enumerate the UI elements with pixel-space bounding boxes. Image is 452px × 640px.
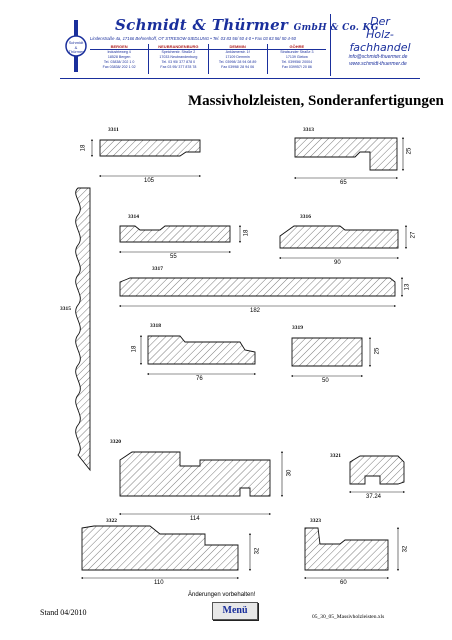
menu-button[interactable]: Menü <box>212 602 258 620</box>
dimension-label: 65 <box>340 180 347 186</box>
dimension-label: 105 <box>144 178 155 184</box>
profile-3311 <box>90 138 202 178</box>
dimension-label: 182 <box>250 308 261 314</box>
profile-code: 3322 <box>106 518 117 524</box>
company-name: Schmidt & Thürmer GmbH & Co. KG <box>115 16 379 34</box>
letterhead <box>60 12 420 79</box>
contact-info: info@schmidt-thuermer.de www.schmidt-thu… <box>333 54 423 68</box>
dimension-label: 32 <box>254 547 261 555</box>
profile-code: 3323 <box>310 518 321 524</box>
company-logo-icon: Schmidt & Thürmer <box>64 20 88 72</box>
profile-3314 <box>118 224 242 254</box>
dimension-label: 50 <box>322 378 329 384</box>
dimension-label: 18 <box>131 345 138 353</box>
dimension-label: 25 <box>406 147 413 155</box>
dimension-label: 55 <box>170 254 177 260</box>
file-name: 05_30_05_Massivholzleisten.xls <box>312 614 385 620</box>
profile-code: 3314 <box>128 214 139 220</box>
dimension-label: 25 <box>374 347 381 355</box>
dimension-label: 60 <box>340 580 347 586</box>
profile-code: 3320 <box>110 439 121 445</box>
dimension-label: 30 <box>286 469 293 477</box>
profile-3321 <box>348 455 406 494</box>
profile-3313 <box>293 136 405 180</box>
profile-code: 3317 <box>152 266 163 272</box>
slogan: Der Holz- fachhandel <box>349 15 411 54</box>
profile-3317 <box>118 276 404 308</box>
branch-column: BERGEN Industrieweg 4 18528 Bergen Tel. … <box>90 44 150 74</box>
profile-3322 <box>80 525 252 580</box>
profile-code: 3313 <box>303 127 314 133</box>
profile-3320 <box>118 450 284 516</box>
svg-text:Thürmer: Thürmer <box>68 49 84 54</box>
dimension-label: 32 <box>402 545 409 553</box>
dimension-label: 18 <box>243 229 250 237</box>
profile-code: 3311 <box>108 127 119 133</box>
dimension-label: 27 <box>410 231 417 239</box>
branch-column: DEMMIN Anklamerstr. 1f 17109 Demmin Tel.… <box>208 44 268 74</box>
dimension-label: 76 <box>196 376 203 382</box>
profile-3316 <box>278 224 408 260</box>
svg-text:Schmidt: Schmidt <box>69 40 84 45</box>
website-link[interactable]: www.schmidt-thuermer.de <box>349 61 407 67</box>
profile-code: 3319 <box>292 325 303 331</box>
email-link[interactable]: info@schmidt-thuermer.de <box>348 54 408 60</box>
dimension-label: 110 <box>154 580 164 586</box>
company-address: Lindenstraße 4a, 17166 Behrenhoff, OT ST… <box>90 36 296 41</box>
dimension-label: 37.24 <box>366 494 382 500</box>
dimension-label: 90 <box>334 260 341 266</box>
stand-date: Stand 04/2010 <box>40 608 87 617</box>
branch-list: BERGEN Industrieweg 4 18528 Bergen Tel. … <box>90 44 326 74</box>
dimension-label: 18 <box>80 144 87 152</box>
slogan-divider <box>330 14 331 76</box>
profile-3318 <box>139 334 257 376</box>
branch-column: NEUBRANDENBURG Speicherstr. Straße 2 170… <box>149 44 209 74</box>
profile-3315 <box>75 187 91 472</box>
branch-column: GÖHRE Stralsunder Straße 3 17139 Gielow … <box>267 44 326 74</box>
dimension-label: 114 <box>190 516 200 522</box>
svg-text:&: & <box>75 45 78 50</box>
profile-code: 3316 <box>300 214 311 220</box>
profile-code: 3318 <box>150 323 161 329</box>
changes-note: Änderungen vorbehalten! <box>188 592 256 598</box>
page-title: Massivholzleisten, Sonderanfertigungen <box>188 93 444 109</box>
profile-code: 3315 <box>60 306 71 312</box>
profile-3319 <box>290 336 372 378</box>
profile-3323 <box>303 526 400 580</box>
dimension-label: 13 <box>404 283 411 291</box>
profile-code: 3321 <box>330 453 341 459</box>
